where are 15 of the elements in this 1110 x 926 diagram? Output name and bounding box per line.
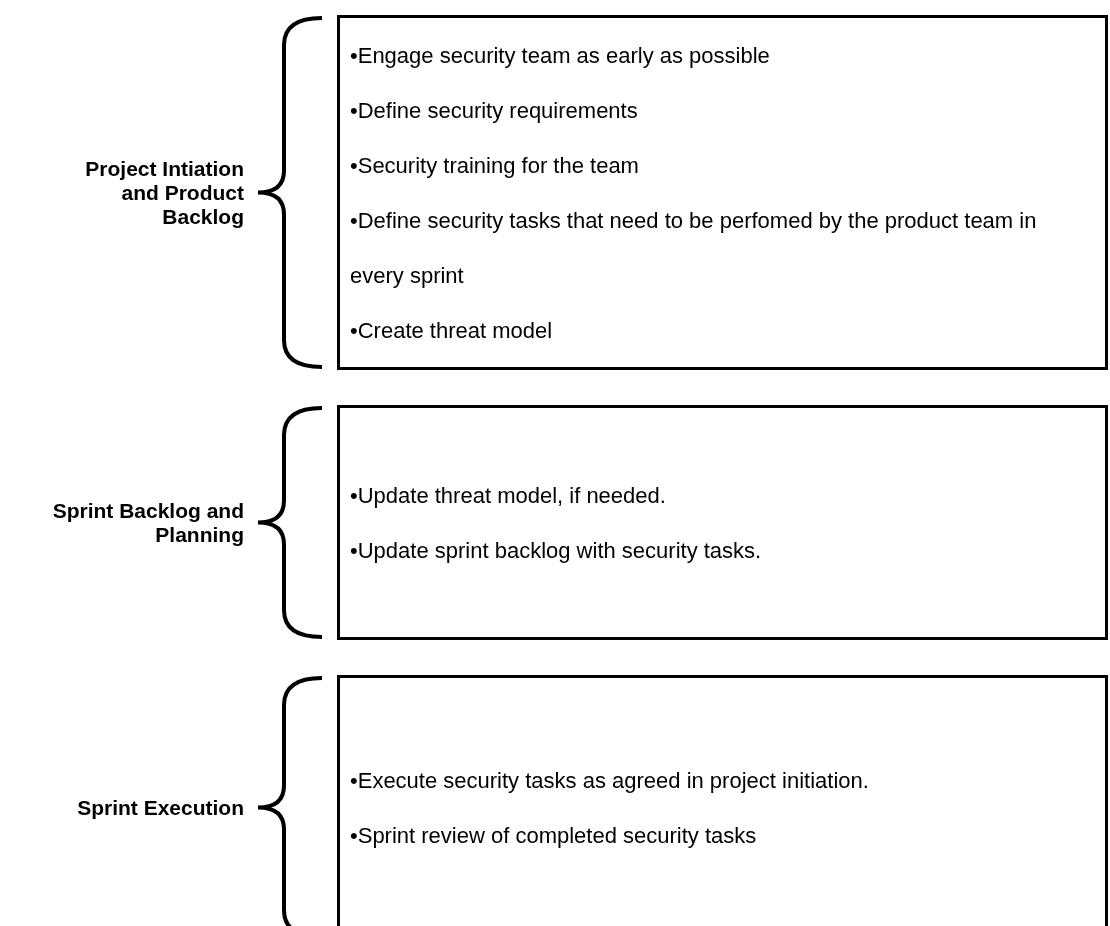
bullet-item: •Security training for the team bbox=[350, 152, 640, 180]
bullet-item: •Sprint review of completed security tasks bbox=[350, 821, 758, 850]
bullet-item: •Engage security team as early as possible bbox=[350, 42, 771, 70]
task-box bbox=[337, 675, 1108, 926]
bullet-item: •Create threat model bbox=[350, 317, 554, 345]
task-box bbox=[337, 15, 1108, 370]
phase-label: Sprint Backlog and Planning bbox=[44, 498, 244, 547]
phase-label: Project Intiation and Product Backlog bbox=[44, 156, 244, 229]
bullet-item: •Define security requirements bbox=[350, 97, 639, 125]
bullet-item: •Define security tasks that need to be perfomed by the product team in every sprint bbox=[350, 207, 1038, 290]
phase-label: Sprint Execution bbox=[77, 795, 244, 820]
bullet-item: •Update threat model, if needed. bbox=[350, 481, 667, 510]
bullet-item: •Execute security tasks as agreed in project initiation. bbox=[350, 766, 870, 795]
bullet-item: •Update sprint backlog with security tasks. bbox=[350, 536, 763, 565]
task-box bbox=[337, 405, 1108, 640]
